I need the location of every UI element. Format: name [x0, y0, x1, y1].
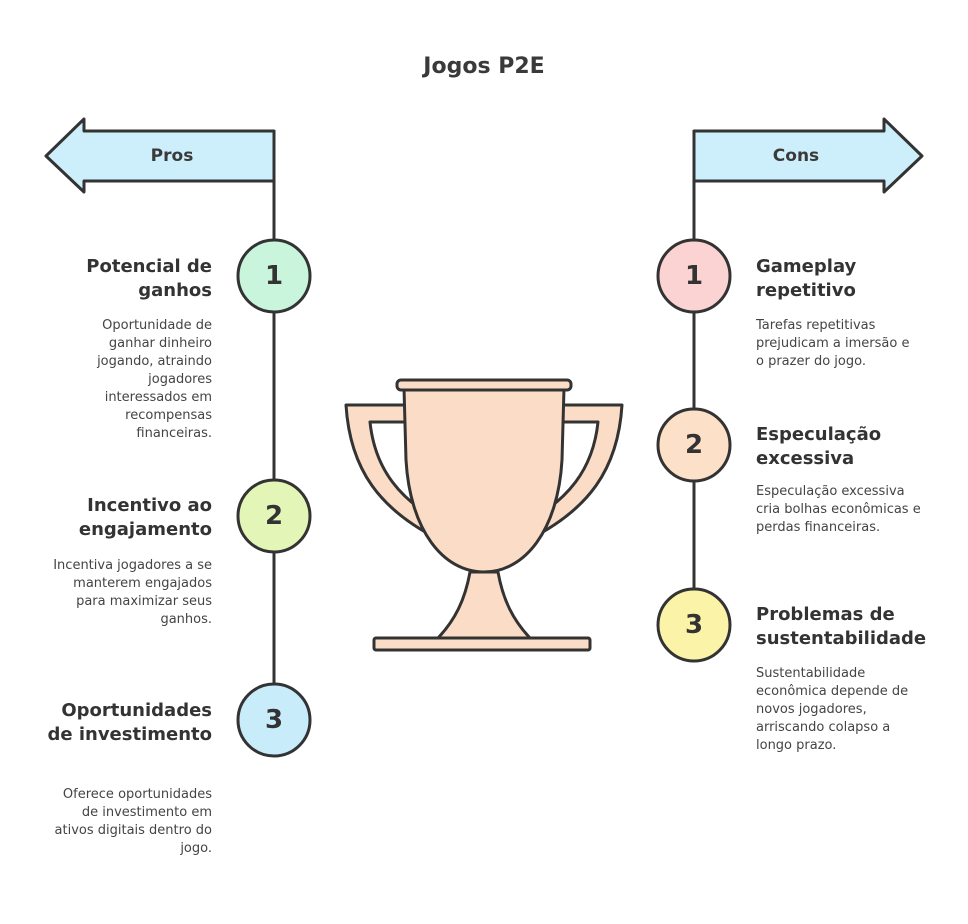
- pros-item-title-2: Incentivo ao engajamento: [78, 495, 212, 540]
- cons-arrow-shape: [692, 117, 924, 194]
- pros-item-desc-3: Oferece oportunidades de investimento em…: [54, 787, 212, 856]
- cons-label: Cons: [772, 146, 820, 166]
- cons-item-title-2: Especulação excessiva: [756, 424, 882, 469]
- cons-number-3: 3: [684, 610, 704, 640]
- pros-circle-2: [236, 478, 312, 554]
- cons-item-title-1: Gameplay repetitivo: [756, 256, 857, 301]
- cons-circle-2: [656, 407, 732, 483]
- pros-label: Pros: [150, 146, 194, 166]
- pros-number-1: 1: [264, 261, 284, 291]
- pros-number-3: 3: [264, 705, 284, 735]
- cons-item-desc-2: Especulação excessiva cria bolhas econôm…: [756, 484, 921, 535]
- pros-item-desc-1: Oportunidade de ganhar dinheiro jogando,…: [97, 318, 212, 441]
- pros-circle-3: [236, 682, 312, 758]
- pros-arrow-shape: [44, 117, 276, 194]
- cons-item-title-3: Problemas de sustentabilidade: [756, 604, 927, 649]
- pros-item-title-3: Oportunidades de investimento: [47, 700, 212, 745]
- cons-number-2: 2: [684, 430, 704, 460]
- cons-item-desc-1: Tarefas repetitivas prejudicam a imersão…: [756, 318, 910, 369]
- cons-number-1: 1: [684, 261, 704, 291]
- pros-item-title-1: Potencial de ganhos: [86, 256, 212, 301]
- cons-circle-1: [656, 238, 732, 314]
- pros-number-2: 2: [264, 501, 284, 531]
- page-title: Jogos P2E: [423, 54, 545, 79]
- cons-circle-3: [656, 587, 732, 663]
- pros-circle-1: [236, 238, 312, 314]
- trophy-icon: [344, 378, 624, 652]
- cons-item-desc-3: Sustentabilidade econômica depende de no…: [756, 666, 909, 753]
- pros-item-desc-2: Incentiva jogadores a se manterem engaja…: [53, 558, 212, 627]
